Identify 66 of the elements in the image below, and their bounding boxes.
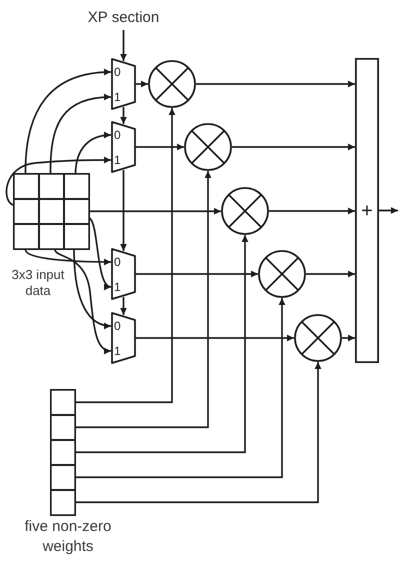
multiplier-symbol: [258, 250, 306, 298]
adder-bar: [355, 58, 379, 363]
arrow: [232, 144, 355, 150]
node-label: five non-zero weights: [24, 517, 112, 557]
arrow: [120, 170, 127, 251]
input-label: 1: [114, 280, 121, 294]
input-label: 1: [114, 344, 121, 358]
weight-cell: [50, 414, 76, 440]
arrow: [24, 249, 111, 266]
input-label: 0: [114, 128, 121, 142]
weight-cell: [50, 464, 76, 490]
multiplier-symbol: [184, 123, 232, 171]
weight-cell: [50, 489, 76, 516]
arrow: [24, 68, 112, 174]
grid-cell: [63, 198, 90, 224]
arrow: [379, 207, 398, 214]
input-grid: [13, 173, 90, 250]
multiplier-symbol: [294, 314, 342, 362]
input-label: 0: [114, 319, 121, 333]
grid-cell: [63, 223, 90, 250]
arrow: [76, 298, 286, 478]
weight-cell: [50, 439, 76, 466]
grid-cell: [38, 198, 64, 224]
node-label: 3x3 input data: [10, 267, 66, 299]
arrow: [50, 94, 112, 174]
grid-cell: [38, 223, 64, 250]
weight-cell: [50, 389, 76, 416]
arrow: [120, 107, 127, 124]
arrow: [135, 334, 294, 342]
grid-cell: [13, 223, 40, 250]
arrow: [306, 270, 355, 278]
arrow: [54, 249, 112, 354]
input-label: 0: [114, 65, 121, 79]
arrow: [269, 208, 355, 214]
grid-cell: [38, 173, 64, 200]
arrow: [135, 144, 184, 150]
arrow: [6, 156, 111, 206]
multiplexer: [111, 121, 136, 173]
multiplier-symbol: [148, 60, 196, 108]
arrow: [196, 80, 355, 88]
arrow: [74, 132, 112, 174]
arrow: [135, 270, 258, 278]
plus-sign: +: [361, 200, 373, 220]
arrow: [135, 80, 148, 88]
arrow: [76, 235, 248, 454]
section-label: XP section: [73, 6, 174, 30]
arrow: [76, 362, 322, 504]
arrow: [76, 108, 176, 404]
arrow: [90, 208, 221, 215]
input-label: 1: [114, 90, 121, 104]
grid-cell: [63, 173, 90, 200]
multiplexer: [111, 312, 136, 364]
arrow: [76, 171, 212, 428]
multiplier-symbol: [221, 187, 269, 235]
weight-column: [50, 389, 76, 516]
arrow: [120, 30, 127, 61]
multiplexer: [111, 58, 136, 110]
grid-cell: [13, 198, 40, 224]
input-label: 1: [114, 153, 121, 167]
arrow: [342, 334, 355, 342]
arrow: [120, 297, 127, 315]
grid-cell: [13, 173, 40, 200]
multiplexer: [111, 248, 136, 300]
input-label: 0: [114, 255, 121, 269]
arrow: [73, 249, 112, 329]
arrow: [88, 217, 112, 288]
